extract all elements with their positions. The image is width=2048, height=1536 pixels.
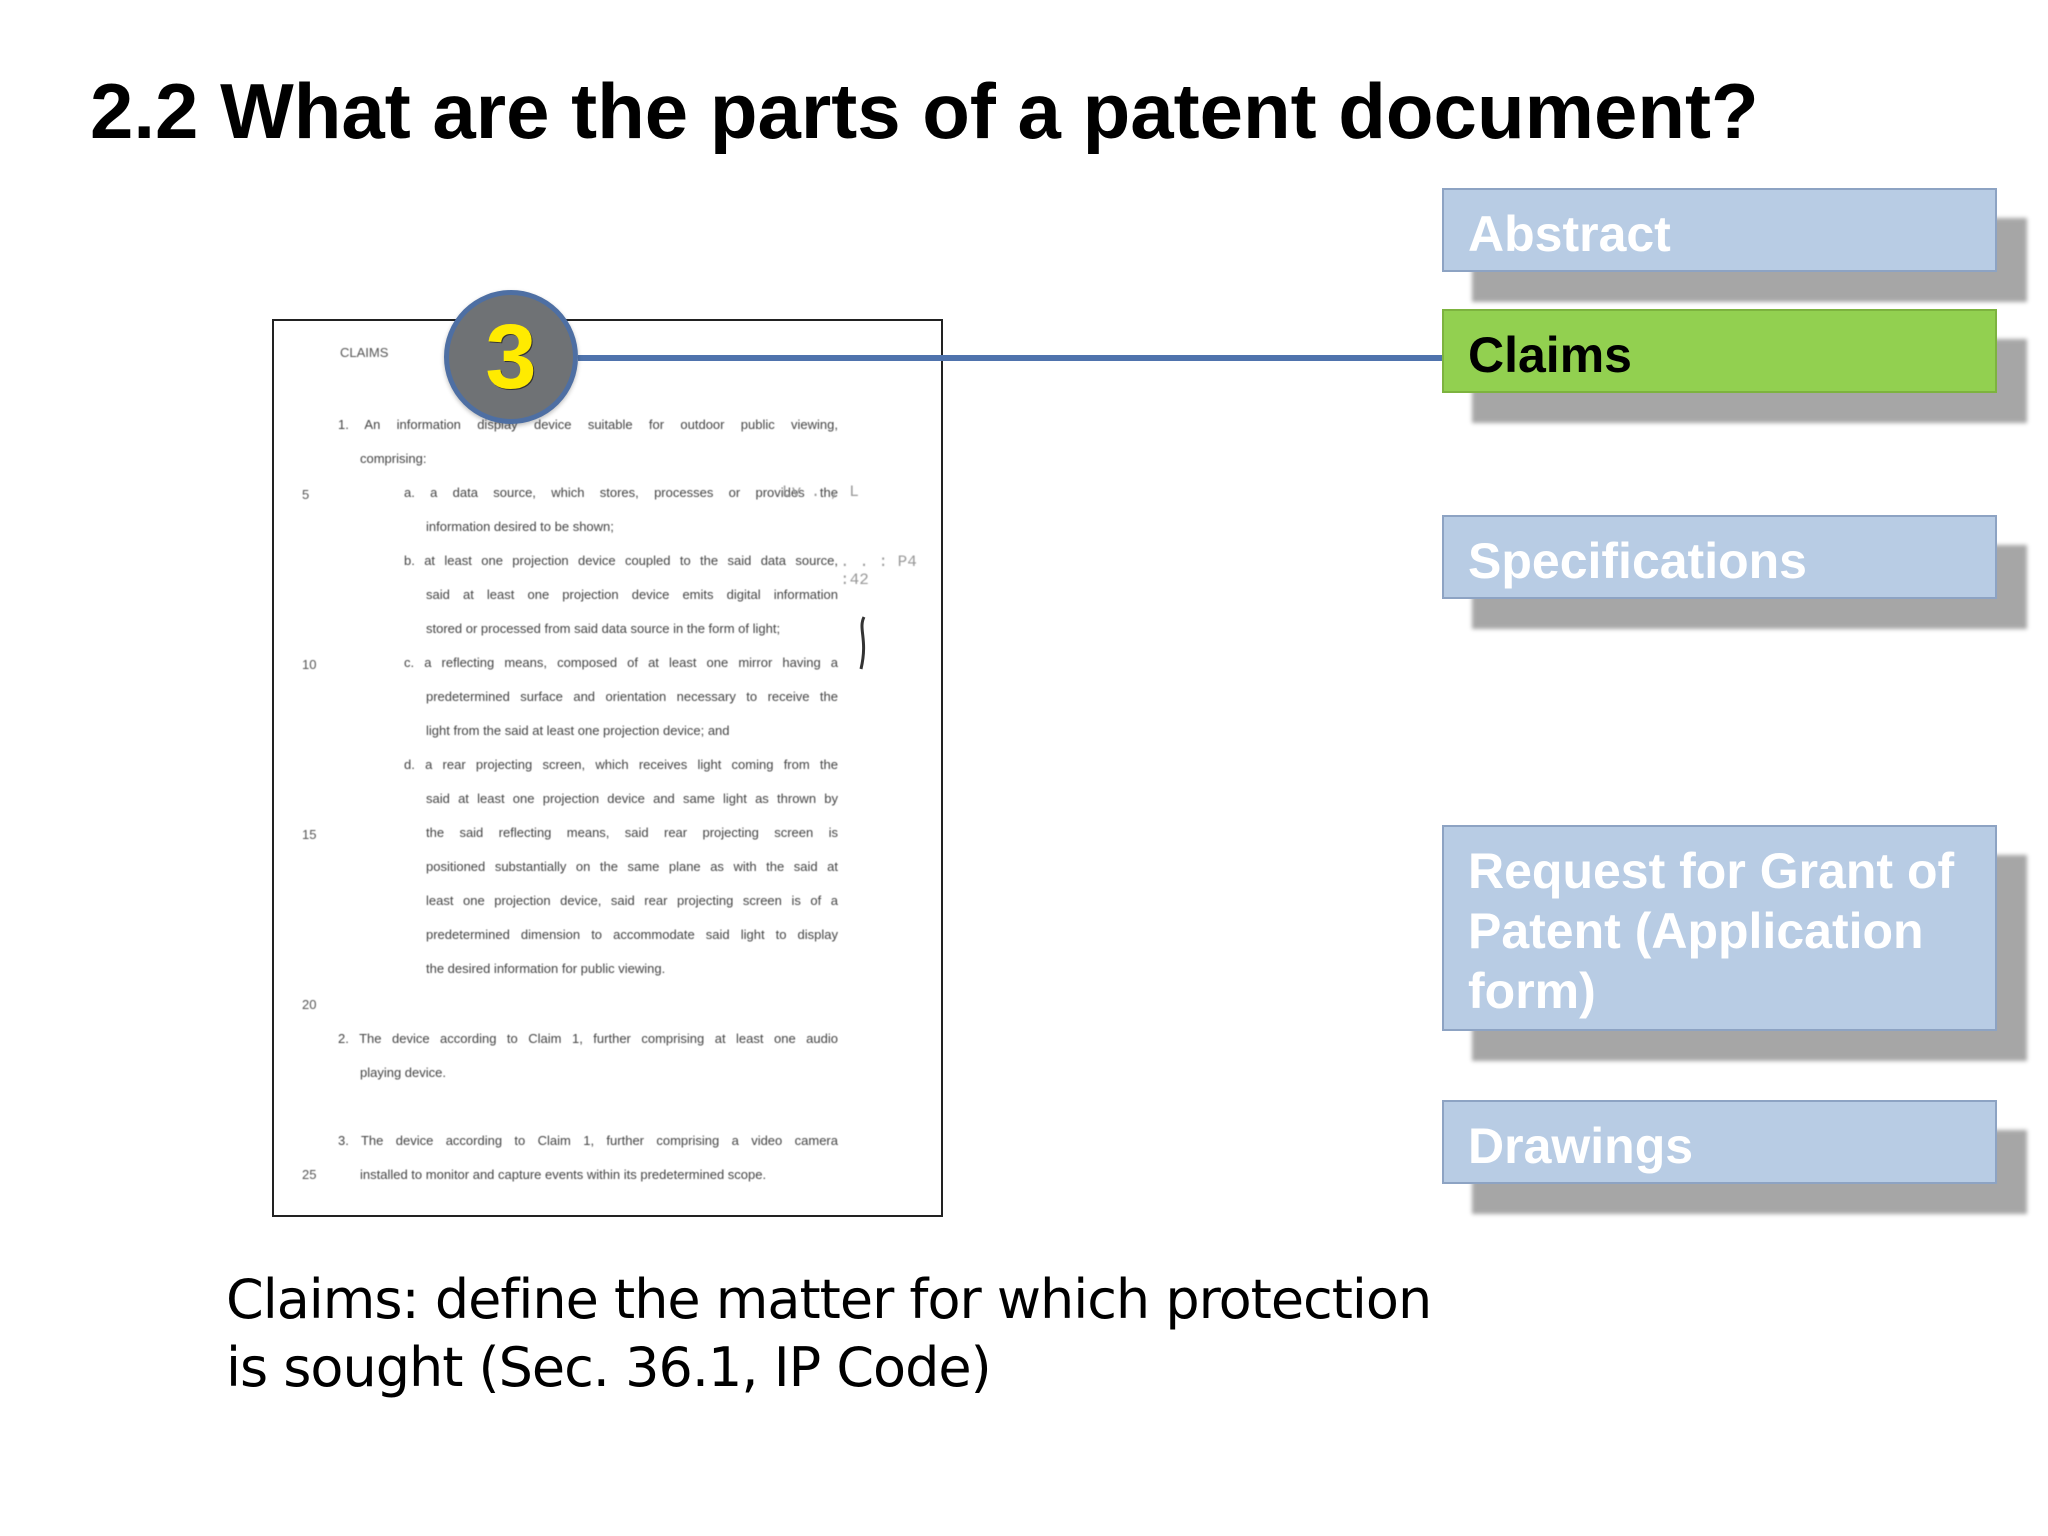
document-text-line: comprising:	[360, 451, 426, 466]
document-text-line: a. a data source, which stores, processe…	[404, 485, 838, 500]
slide-title: 2.2 What are the parts of a patent docum…	[90, 66, 1759, 157]
handwritten-margin-note: . . : P4 :42	[840, 553, 941, 589]
part-claims[interactable]: Claims	[1442, 309, 1997, 393]
document-text-line: information desired to be shown;	[426, 519, 614, 534]
document-text-line: 2. The device according to Claim 1, furt…	[338, 1031, 838, 1046]
document-text-line: said at least one projection device and …	[426, 791, 838, 806]
document-text-line: positioned substantially on the same pla…	[426, 859, 838, 874]
document-text-line: installed to monitor and capture events …	[360, 1167, 766, 1182]
document-text-line: predetermined dimension to accommodate s…	[426, 927, 838, 942]
connector-line	[578, 355, 1442, 361]
document-text-line: playing device.	[360, 1065, 446, 1080]
document-heading: CLAIMS	[340, 345, 388, 360]
handwritten-margin-note: Lv . , L	[782, 483, 859, 501]
document-text-line: 1. An information display device suitabl…	[338, 417, 838, 432]
document-text-line: c. a reflecting means, composed of at le…	[404, 655, 838, 670]
line-number: 10	[302, 657, 316, 672]
part-specifications[interactable]: Specifications	[1442, 515, 1997, 599]
document-text-line: said at least one projection device emit…	[426, 587, 838, 602]
line-number: 25	[302, 1167, 316, 1182]
document-text-line: predetermined surface and orientation ne…	[426, 689, 838, 704]
document-text-line: least one projection device, said rear p…	[426, 893, 838, 908]
part-drawings[interactable]: Drawings	[1442, 1100, 1997, 1184]
part-request-for-grant[interactable]: Request for Grant of Patent (Application…	[1442, 825, 1997, 1031]
document-text-line: d. a rear projecting screen, which recei…	[404, 757, 838, 772]
document-text-line: b. at least one projection device couple…	[404, 553, 838, 568]
number-badge: 3	[444, 290, 578, 424]
patent-document-page: CLAIMS 5 10 15 20 25 1. An information d…	[272, 319, 943, 1217]
badge-number: 3	[485, 311, 536, 403]
caption-text: Claims: define the matter for which prot…	[226, 1266, 1476, 1402]
document-text-line: the said reflecting means, said rear pro…	[426, 825, 838, 840]
line-number: 15	[302, 827, 316, 842]
document-text-line: stored or processed from said data sourc…	[426, 621, 780, 636]
line-number: 20	[302, 997, 316, 1012]
handwritten-mark-icon	[852, 613, 872, 673]
document-text-line: light from the said at least one project…	[426, 723, 730, 738]
document-text-line: 3. The device according to Claim 1, furt…	[338, 1133, 838, 1148]
part-abstract[interactable]: Abstract	[1442, 188, 1997, 272]
line-number: 5	[302, 487, 309, 502]
document-text-line: the desired information for public viewi…	[426, 961, 665, 976]
